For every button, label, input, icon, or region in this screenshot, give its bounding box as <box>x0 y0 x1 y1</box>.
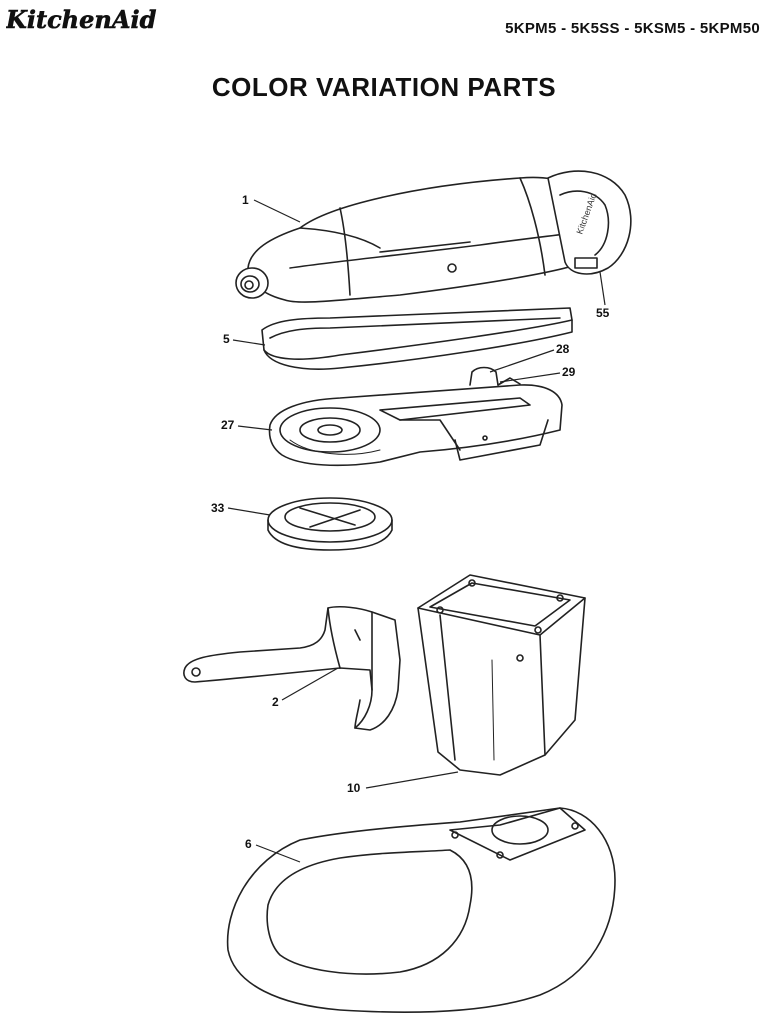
callout-33: 33 <box>211 501 271 516</box>
kitchenaid-logo: KitchenAid <box>6 6 157 32</box>
svg-text:6: 6 <box>245 837 252 851</box>
part-27-gear-housing <box>268 366 563 467</box>
callout-55: 55 <box>596 271 610 320</box>
callout-1: 1 <box>242 193 301 223</box>
callout-6: 6 <box>245 837 301 863</box>
part-2-bowl-clamp <box>183 605 401 731</box>
brand-wordmark: KitchenAid <box>6 6 157 32</box>
callout-29: 29 <box>499 365 576 383</box>
svg-text:28: 28 <box>556 342 570 356</box>
callout-27: 27 <box>221 418 273 432</box>
model-numbers: 5KPM5 - 5K5SS - 5KSM5 - 5KPM50 <box>505 20 760 37</box>
page-title: COLOR VARIATION PARTS <box>211 72 557 102</box>
svg-text:27: 27 <box>221 418 235 432</box>
svg-text:55: 55 <box>596 306 610 320</box>
svg-text:1: 1 <box>242 193 249 207</box>
part-1-motor-housing: KitchenAid <box>235 170 632 303</box>
svg-text:2: 2 <box>272 695 279 709</box>
callout-28: 28 <box>489 342 570 373</box>
callout-10: 10 <box>347 771 459 795</box>
svg-text:5: 5 <box>223 332 230 346</box>
part-33-planetary <box>267 497 393 551</box>
callout-2: 2 <box>272 667 339 709</box>
part-10-pedestal <box>417 574 586 776</box>
part-6-base <box>226 807 616 1013</box>
svg-text:29: 29 <box>562 365 576 379</box>
svg-text:33: 33 <box>211 501 225 515</box>
callout-5: 5 <box>223 332 266 346</box>
part-5-trim-band <box>261 307 573 370</box>
svg-text:10: 10 <box>347 781 361 795</box>
